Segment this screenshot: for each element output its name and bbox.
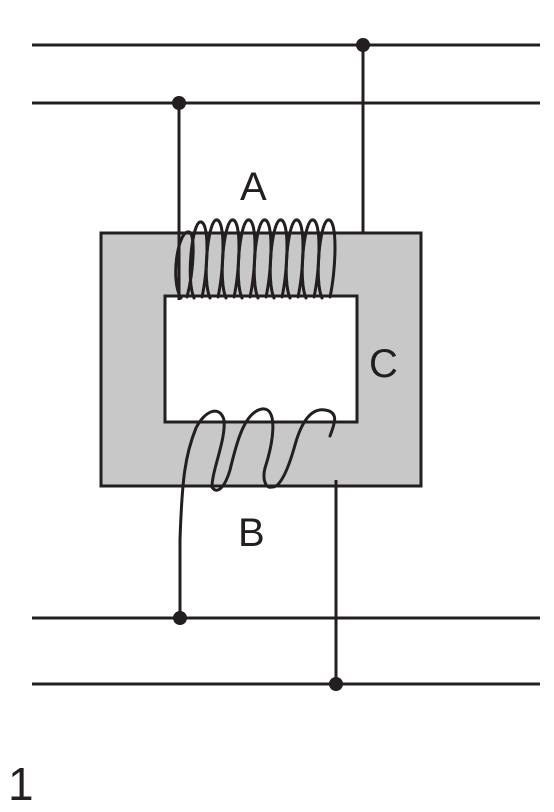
junction-dot-top-right [356,38,370,52]
label-c: C [369,342,398,386]
transformer-core [99,231,423,488]
label-a: A [240,165,267,209]
junction-dot-bottom-right [329,677,343,691]
figure-number: 1 [8,758,34,810]
coil-a [174,218,337,300]
label-b: B [238,511,265,555]
junction-dot-top-left [172,96,186,110]
junction-dot-bottom-left [173,611,187,625]
coil-b [178,407,337,614]
